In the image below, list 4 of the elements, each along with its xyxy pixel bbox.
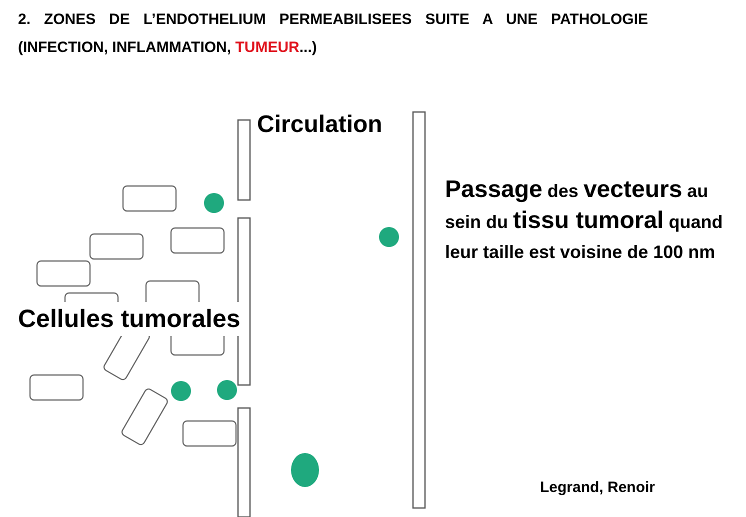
passage-note: Passage des vecteurs au sein du tissu tumoral quand leur taille est voisine de 100 nm (445, 175, 724, 264)
circulation-label: Circulation (257, 110, 384, 140)
credit-text: Legrand, Renoir (540, 478, 656, 498)
title: 2. ZONES DE L’ENDOTHELIUM PERMEABILISEES SUITE A UNE PATHOLOGIE (INFECTION, INFLAMMATION, TUMEUR...) (18, 10, 648, 58)
